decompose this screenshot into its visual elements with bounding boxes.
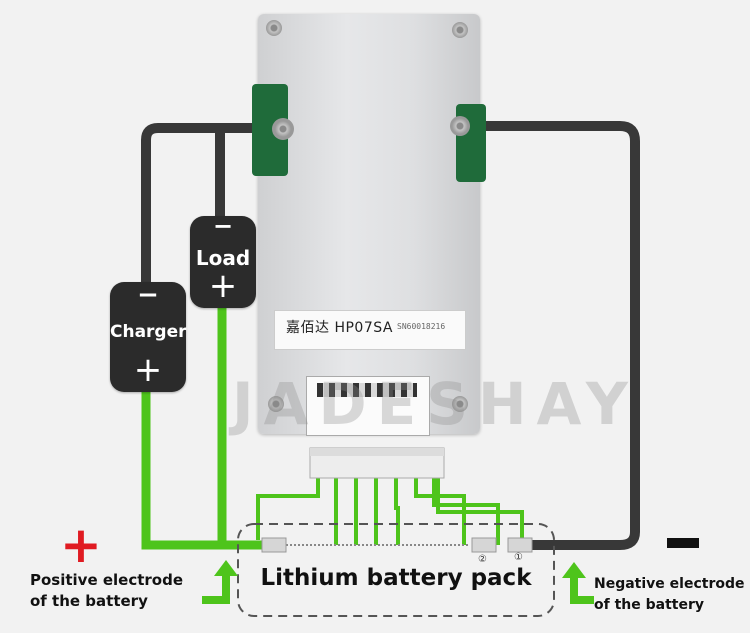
- load-minus-sign: −: [212, 212, 234, 240]
- negative-sign: [667, 538, 699, 548]
- negative-arrow-icon: [562, 562, 594, 604]
- load-label: Load: [195, 246, 251, 270]
- screw-icon: [266, 20, 282, 36]
- label-plate: [274, 310, 466, 350]
- positive-electrode-label: Positive electrode of the battery: [30, 571, 184, 610]
- cell-terminal-1: [507, 537, 533, 553]
- terminal-bolt-icon: [272, 118, 294, 140]
- charger-positive-wire: [141, 388, 268, 550]
- charger-label: Charger: [110, 322, 187, 342]
- battery-pack-label: Lithium battery pack: [260, 565, 532, 591]
- pack-positive-terminal: [261, 537, 287, 553]
- battery-negative-wire: [455, 121, 640, 550]
- positive-sign: +: [60, 516, 102, 574]
- serial-number: SN60018216: [397, 322, 446, 331]
- charger-badge: − Charger +: [110, 280, 187, 392]
- positive-arrow-icon: [202, 560, 238, 604]
- screw-icon: [452, 22, 468, 38]
- balance-connector: [306, 376, 430, 436]
- negative-electrode-label: Negative electrode of the battery: [594, 576, 745, 613]
- model-label: 嘉佰达 HP07SA: [286, 320, 393, 336]
- balance-wires: [256, 478, 524, 545]
- screw-icon: [268, 396, 284, 412]
- charger-negative-wire: [141, 123, 295, 295]
- cell-marker-1: ①: [514, 552, 523, 563]
- watermark: JADESHAY: [232, 370, 638, 438]
- cell-terminal-2: [471, 537, 497, 553]
- terminal-bolt-icon: [450, 116, 470, 136]
- cell-marker-2: ②: [478, 554, 487, 565]
- battery-pack-outline: [237, 523, 555, 617]
- charger-minus-sign: −: [137, 280, 159, 310]
- load-plus-sign: +: [208, 266, 238, 306]
- bms-board: [252, 14, 486, 436]
- screw-icon: [452, 396, 468, 412]
- load-badge: − Load +: [190, 212, 256, 308]
- charger-plus-sign: +: [133, 350, 163, 390]
